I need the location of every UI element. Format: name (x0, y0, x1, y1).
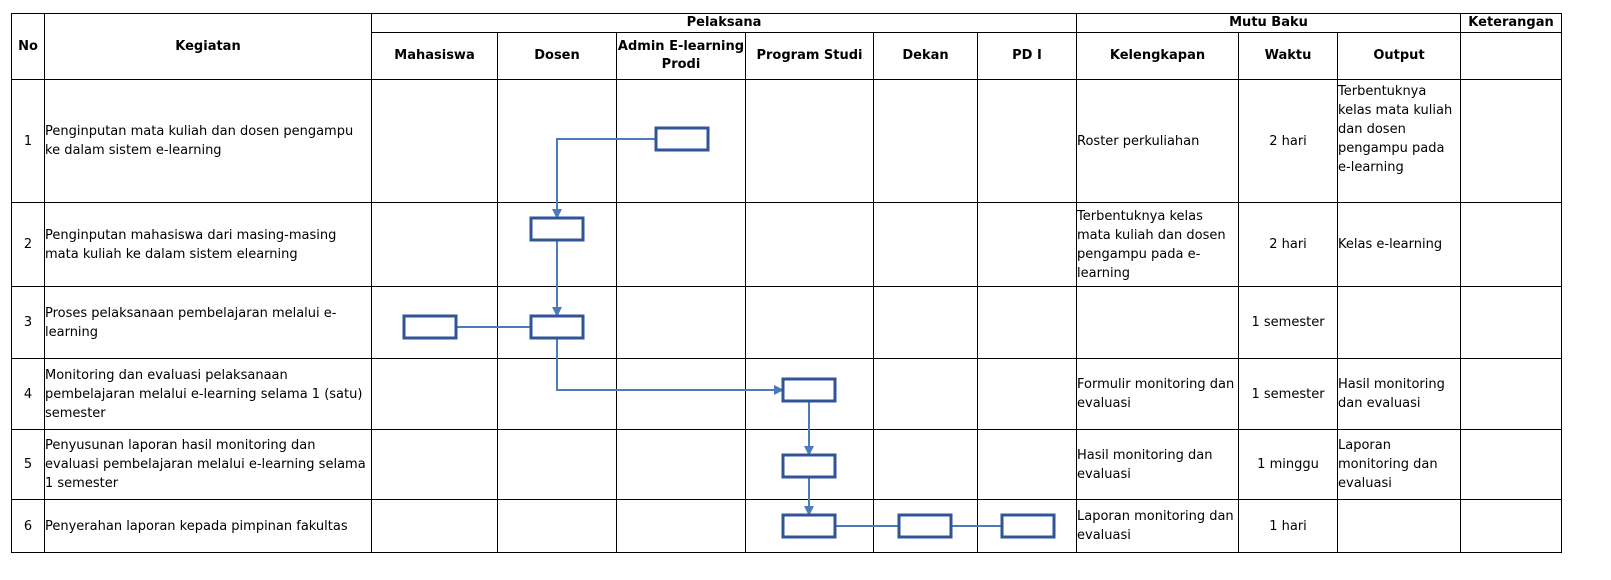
lane-cell (497, 358, 617, 430)
row-no: 1 (11, 79, 45, 203)
header-waktu: Waktu (1238, 32, 1339, 80)
row-kegiatan: Monitoring dan evaluasi pelaksanaan pemb… (44, 358, 372, 430)
row-no: 2 (11, 202, 45, 287)
header-mutu-baku: Mutu Baku (1076, 13, 1462, 33)
row-kelengkapan: Hasil monitoring dan evaluasi (1076, 429, 1240, 500)
lane-cell (873, 79, 978, 203)
lane-cell (873, 499, 978, 553)
header-actor-pd1: PD I (976, 32, 1078, 80)
row-kelengkapan: Terbentuknya kelas mata kuliah dan dosen… (1076, 202, 1240, 287)
lane-cell (616, 79, 746, 203)
row-waktu: 1 hari (1238, 499, 1339, 553)
row-kelengkapan: Formulir monitoring dan evaluasi (1076, 358, 1240, 430)
table-row: 5 Penyusunan laporan hasil monitoring da… (11, 429, 1563, 500)
lane-cell (497, 429, 617, 500)
lane-cell (371, 499, 498, 553)
lane-cell (497, 79, 617, 203)
row-keterangan (1460, 202, 1563, 287)
row-output (1337, 499, 1462, 553)
lane-cell (745, 79, 874, 203)
row-no: 4 (11, 358, 45, 430)
lane-cell (873, 429, 978, 500)
header-output: Output (1337, 32, 1462, 80)
lane-cell (976, 358, 1078, 430)
row-keterangan (1460, 499, 1563, 553)
row-keterangan (1460, 79, 1563, 203)
row-output: Laporan monitoring dan evaluasi (1337, 429, 1462, 500)
lane-cell (616, 286, 746, 359)
lane-cell (497, 202, 617, 287)
lane-cell (745, 358, 874, 430)
lane-cell (976, 79, 1078, 203)
table-row: 2 Penginputan mahasiswa dari masing-masi… (11, 202, 1563, 287)
row-waktu: 1 semester (1238, 286, 1339, 359)
table-row: 1 Penginputan mata kuliah dan dosen peng… (11, 79, 1563, 203)
lane-cell (976, 286, 1078, 359)
lane-cell (497, 286, 617, 359)
header-kelengkapan: Kelengkapan (1076, 32, 1240, 80)
lane-cell (745, 429, 874, 500)
row-keterangan (1460, 286, 1563, 359)
row-output: Kelas e-learning (1337, 202, 1462, 287)
row-kelengkapan: Roster perkuliahan (1076, 79, 1240, 203)
lane-cell (873, 202, 978, 287)
row-kegiatan: Penginputan mata kuliah dan dosen pengam… (44, 79, 372, 203)
table-row: 6 Penyerahan laporan kepada pimpinan fak… (11, 499, 1563, 553)
row-no: 3 (11, 286, 45, 359)
row-kegiatan: Penginputan mahasiswa dari masing-masing… (44, 202, 372, 287)
lane-cell (497, 499, 617, 553)
row-keterangan (1460, 358, 1563, 430)
row-kegiatan: Proses pelaksanaan pembelajaran melalui … (44, 286, 372, 359)
row-output: Hasil monitoring dan evaluasi (1337, 358, 1462, 430)
lane-cell (616, 358, 746, 430)
lane-cell (616, 429, 746, 500)
header-kegiatan: Kegiatan (44, 13, 372, 80)
row-kelengkapan (1076, 286, 1240, 359)
lane-cell (976, 499, 1078, 553)
lane-cell (873, 358, 978, 430)
lane-cell (976, 202, 1078, 287)
table-row: 3 Proses pelaksanaan pembelajaran melalu… (11, 286, 1563, 359)
lane-cell (745, 286, 874, 359)
row-waktu: 1 semester (1238, 358, 1339, 430)
row-waktu: 1 minggu (1238, 429, 1339, 500)
row-kegiatan: Penyerahan laporan kepada pimpinan fakul… (44, 499, 372, 553)
lane-cell (873, 286, 978, 359)
lane-cell (371, 286, 498, 359)
row-waktu: 2 hari (1238, 202, 1339, 287)
lane-cell (371, 429, 498, 500)
row-no: 6 (11, 499, 45, 553)
header-actor-mahasiswa: Mahasiswa (371, 32, 498, 80)
header-actor-admin: Admin E-learning Prodi (616, 32, 746, 80)
lane-cell (616, 202, 746, 287)
row-kegiatan: Penyusunan laporan hasil monitoring dan … (44, 429, 372, 500)
header-keterangan: Keterangan (1460, 13, 1563, 33)
header-pelaksana: Pelaksana (370, 13, 1078, 33)
table-row: 4 Monitoring dan evaluasi pelaksanaan pe… (11, 358, 1563, 430)
lane-cell (616, 499, 746, 553)
row-kelengkapan: Laporan monitoring dan evaluasi (1076, 499, 1240, 553)
row-waktu: 2 hari (1238, 79, 1339, 203)
sop-table: No Kegiatan Pelaksana Mutu Baku Keterang… (11, 13, 1563, 553)
header-actor-dosen: Dosen (497, 32, 617, 80)
lane-cell (745, 499, 874, 553)
lane-cell (371, 202, 498, 287)
row-output: Terbentuknya kelas mata kuliah dan dosen… (1337, 79, 1462, 203)
header-actor-program-studi: Program Studi (745, 32, 874, 80)
lane-cell (745, 202, 874, 287)
header-actor-dekan: Dekan (873, 32, 978, 80)
lane-cell (976, 429, 1078, 500)
row-keterangan (1460, 429, 1563, 500)
lane-cell (371, 79, 498, 203)
header-no: No (11, 13, 45, 80)
lane-cell (371, 358, 498, 430)
header-keterangan-blank (1460, 32, 1563, 80)
row-no: 5 (11, 429, 45, 500)
row-output (1337, 286, 1462, 359)
